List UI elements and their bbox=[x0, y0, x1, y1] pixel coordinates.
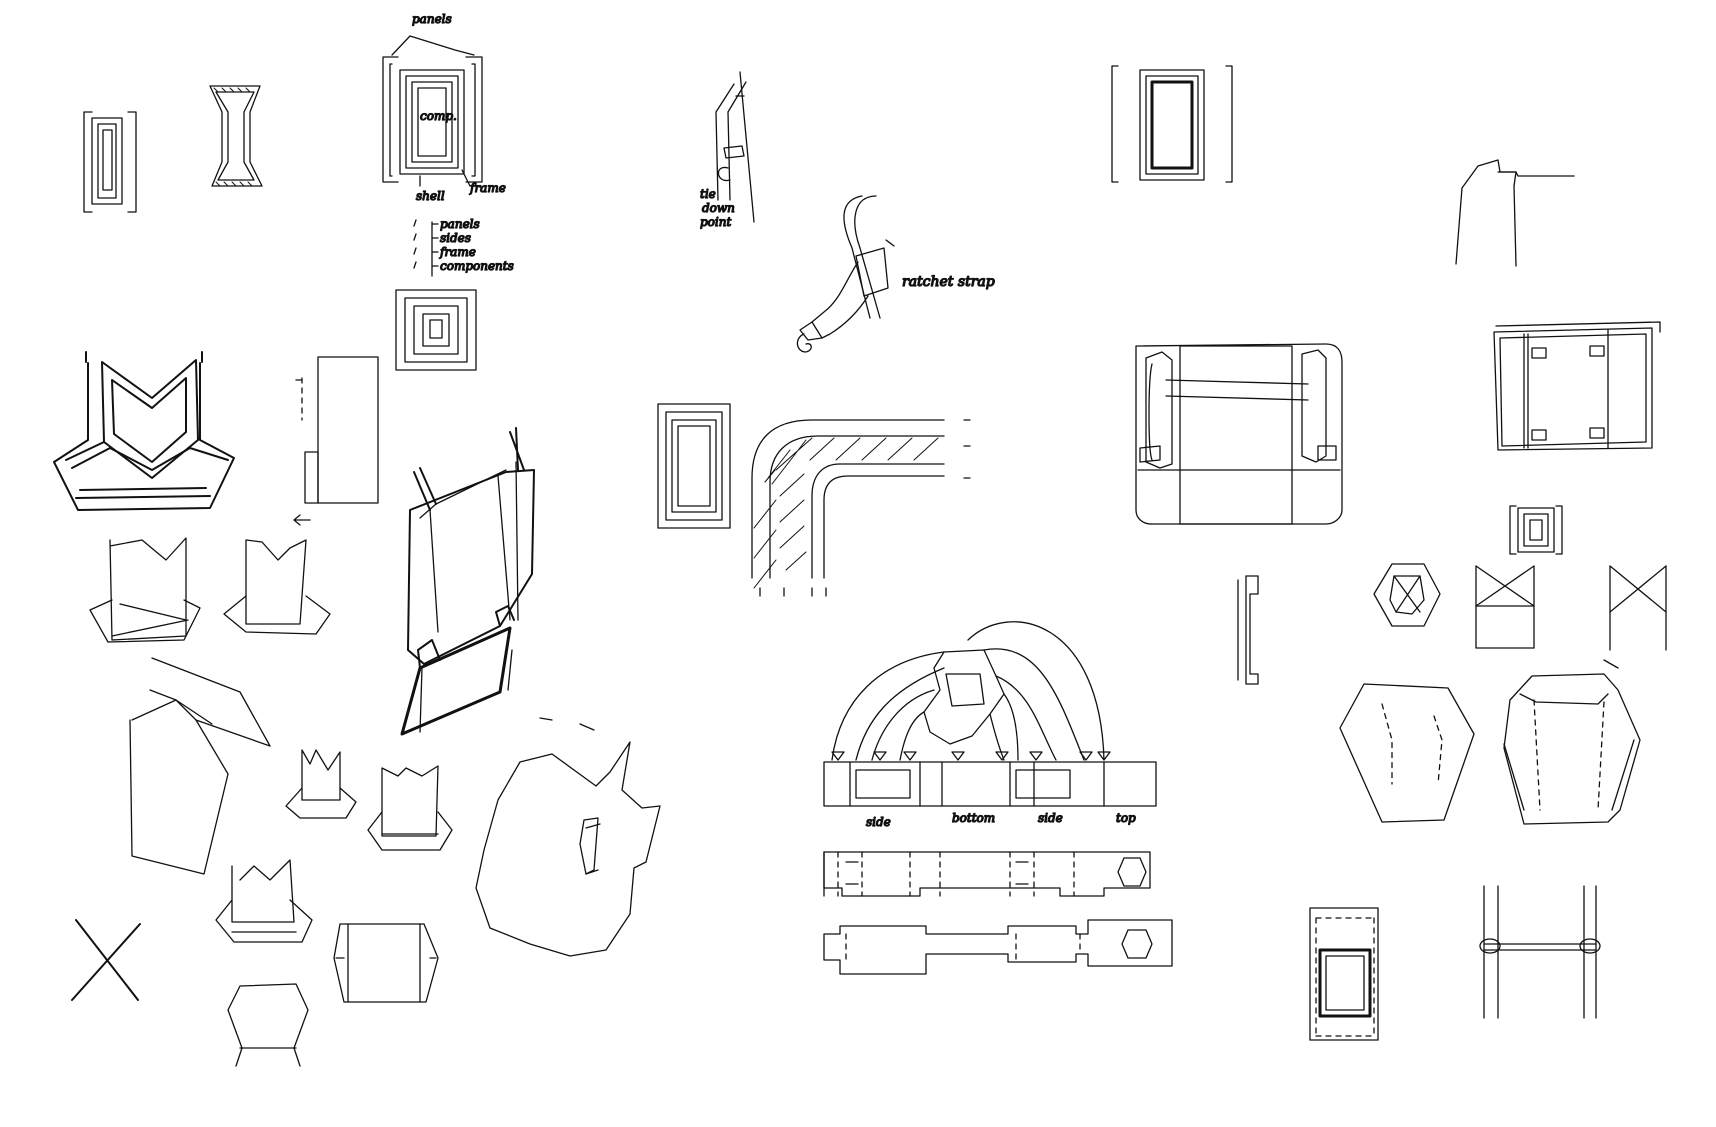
hexagon-shell-sketch bbox=[1503, 659, 1641, 825]
hexagon-panel-dashed bbox=[1339, 683, 1475, 823]
shell-profile-hatched bbox=[209, 85, 263, 187]
layer-legend: panels sides frame components bbox=[413, 216, 514, 277]
panel-profile-small bbox=[83, 111, 137, 213]
label-frame: frame bbox=[469, 181, 506, 195]
label-panels: panels bbox=[412, 12, 452, 26]
tilted-outline-sketch bbox=[475, 717, 661, 957]
bowtie-box-sketch bbox=[1475, 565, 1535, 649]
x-frame-sketch bbox=[1609, 565, 1667, 651]
ratchet-strap-sketch: ratchet strap bbox=[796, 195, 995, 353]
m-block-sketch-3 bbox=[285, 749, 357, 819]
quadrilateral-sketch bbox=[129, 657, 271, 875]
layer-label-panels: panels bbox=[440, 217, 480, 231]
label-tie: tie bbox=[700, 187, 716, 201]
tall-panel-sketch bbox=[293, 356, 379, 526]
label-point: point bbox=[700, 215, 731, 229]
hexagon-cup-sketch bbox=[227, 983, 309, 1067]
layer-label-frame: frame bbox=[439, 245, 476, 259]
small-rect-profile bbox=[657, 403, 731, 529]
double-frame-elevation bbox=[1493, 321, 1661, 451]
strip-label-side-1: side bbox=[866, 815, 891, 829]
fold-arrow-hub bbox=[831, 621, 1105, 761]
unfolded-strip-solid bbox=[823, 919, 1173, 975]
m-block-sketch-2 bbox=[223, 539, 331, 635]
layer-label-components: components bbox=[440, 259, 514, 273]
h-frame-elevation bbox=[1479, 885, 1601, 1019]
m-block-sketch-5 bbox=[215, 859, 313, 943]
corner-section-hatched bbox=[751, 419, 971, 597]
tie-down-point-sketch: tie down point bbox=[699, 71, 755, 230]
strip-label-bottom: bottom bbox=[952, 811, 995, 825]
nested-square-diagram bbox=[395, 289, 477, 371]
bracket-profile-sketch bbox=[1455, 159, 1575, 267]
x-mark-sketch bbox=[71, 919, 141, 1001]
small-nested-profile-right bbox=[1509, 505, 1563, 555]
pentagon-chassis-sketch bbox=[53, 351, 235, 511]
layer-label-sides: sides bbox=[440, 231, 471, 245]
unfolded-strip-dashed bbox=[823, 851, 1151, 897]
label-comp: comp. bbox=[420, 109, 457, 123]
hexagon-x-sketch bbox=[1373, 563, 1441, 627]
case-top-view bbox=[1135, 343, 1343, 525]
label-ratchet-strap: ratchet strap bbox=[902, 274, 995, 290]
unfolded-strip-labeled: side bottom side top bbox=[823, 751, 1157, 830]
perspective-panel-strap bbox=[400, 427, 535, 736]
layered-section-diagram: panels comp. shell frame bbox=[382, 11, 506, 204]
c-bracket-sketch bbox=[1237, 575, 1259, 685]
label-down: down bbox=[702, 201, 735, 215]
strip-label-side-2: side bbox=[1038, 811, 1063, 825]
dashed-square-profile bbox=[1309, 907, 1379, 1041]
m-block-sketch-4 bbox=[367, 765, 453, 851]
strip-label-top: top bbox=[1116, 811, 1136, 825]
label-shell: shell bbox=[416, 189, 445, 203]
hexagon-box-sketch bbox=[333, 923, 439, 1003]
m-block-sketch-1 bbox=[89, 537, 201, 643]
framed-panel-profile bbox=[1111, 65, 1233, 183]
